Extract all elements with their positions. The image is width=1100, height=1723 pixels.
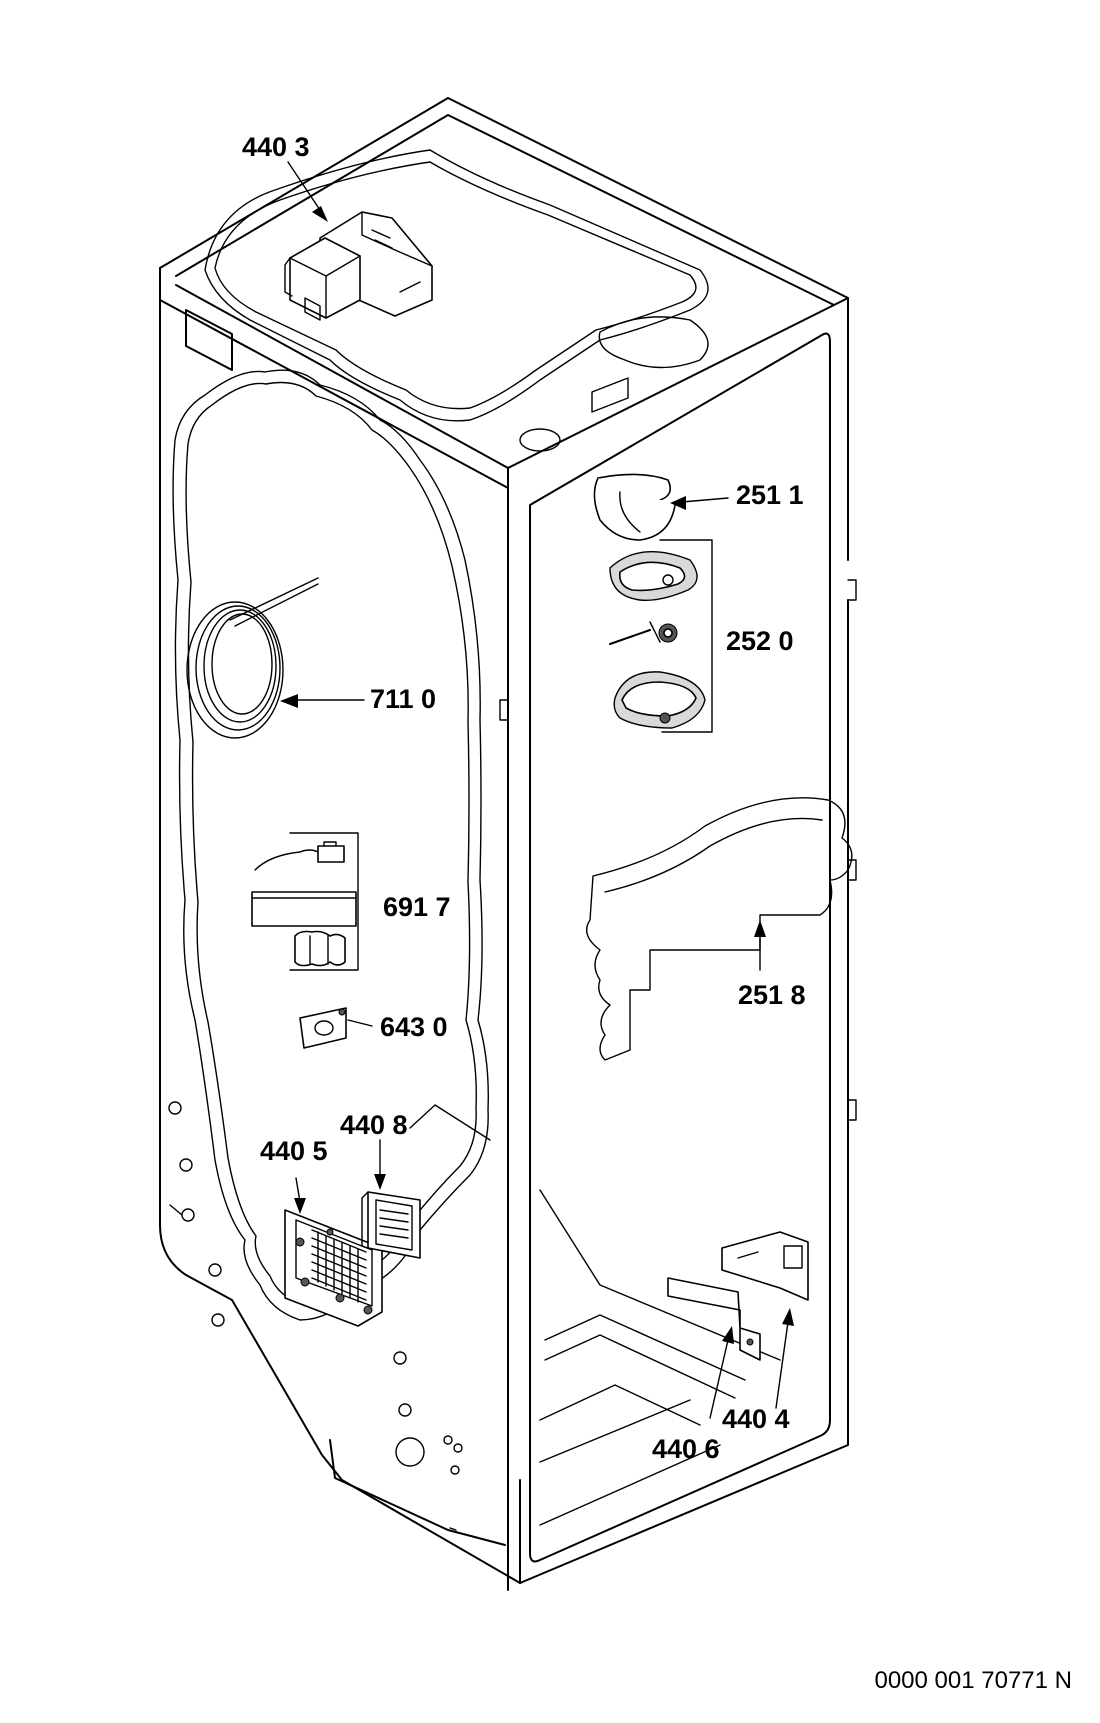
- part-440-5-filter-panel: [284, 1209, 383, 1327]
- label-440-8: 440 8: [340, 1110, 408, 1140]
- part-440-6-bracket: [667, 1277, 761, 1361]
- inner-liner-outline: [168, 149, 853, 1531]
- part-440-4-bracket: [721, 1231, 809, 1301]
- part-252-0-lamp-assembly: [609, 539, 713, 733]
- label-440-6: 440 6: [652, 1434, 720, 1464]
- label-691-7: 691 7: [383, 892, 451, 922]
- part-643-0-plate: [299, 1007, 347, 1049]
- label-251-8: 251 8: [738, 980, 806, 1010]
- part-251-1-lamp-cover: [593, 473, 676, 541]
- label-440-4: 440 4: [722, 1404, 790, 1434]
- label-252-0: 252 0: [726, 626, 794, 656]
- part-440-8-small-filter: [361, 1191, 421, 1259]
- part-440-3-control-housing: [284, 211, 433, 321]
- label-711-0: 711 0: [370, 684, 436, 714]
- leader-lines: [280, 161, 794, 1419]
- label-643-0: 643 0: [380, 1012, 448, 1042]
- part-labels: 440 3 251 1 252 0 711 0 691 7 251 8 643 …: [242, 132, 806, 1464]
- label-251-1: 251 1: [736, 480, 804, 510]
- label-440-5: 440 5: [260, 1136, 328, 1166]
- label-440-3: 440 3: [242, 132, 310, 162]
- part-691-7-sensor-kit: [251, 832, 359, 971]
- part-711-0-tube-coil: [186, 577, 319, 739]
- document-number: 0000 001 70771 N: [874, 1667, 1072, 1694]
- cabinet-outline: [159, 97, 857, 1591]
